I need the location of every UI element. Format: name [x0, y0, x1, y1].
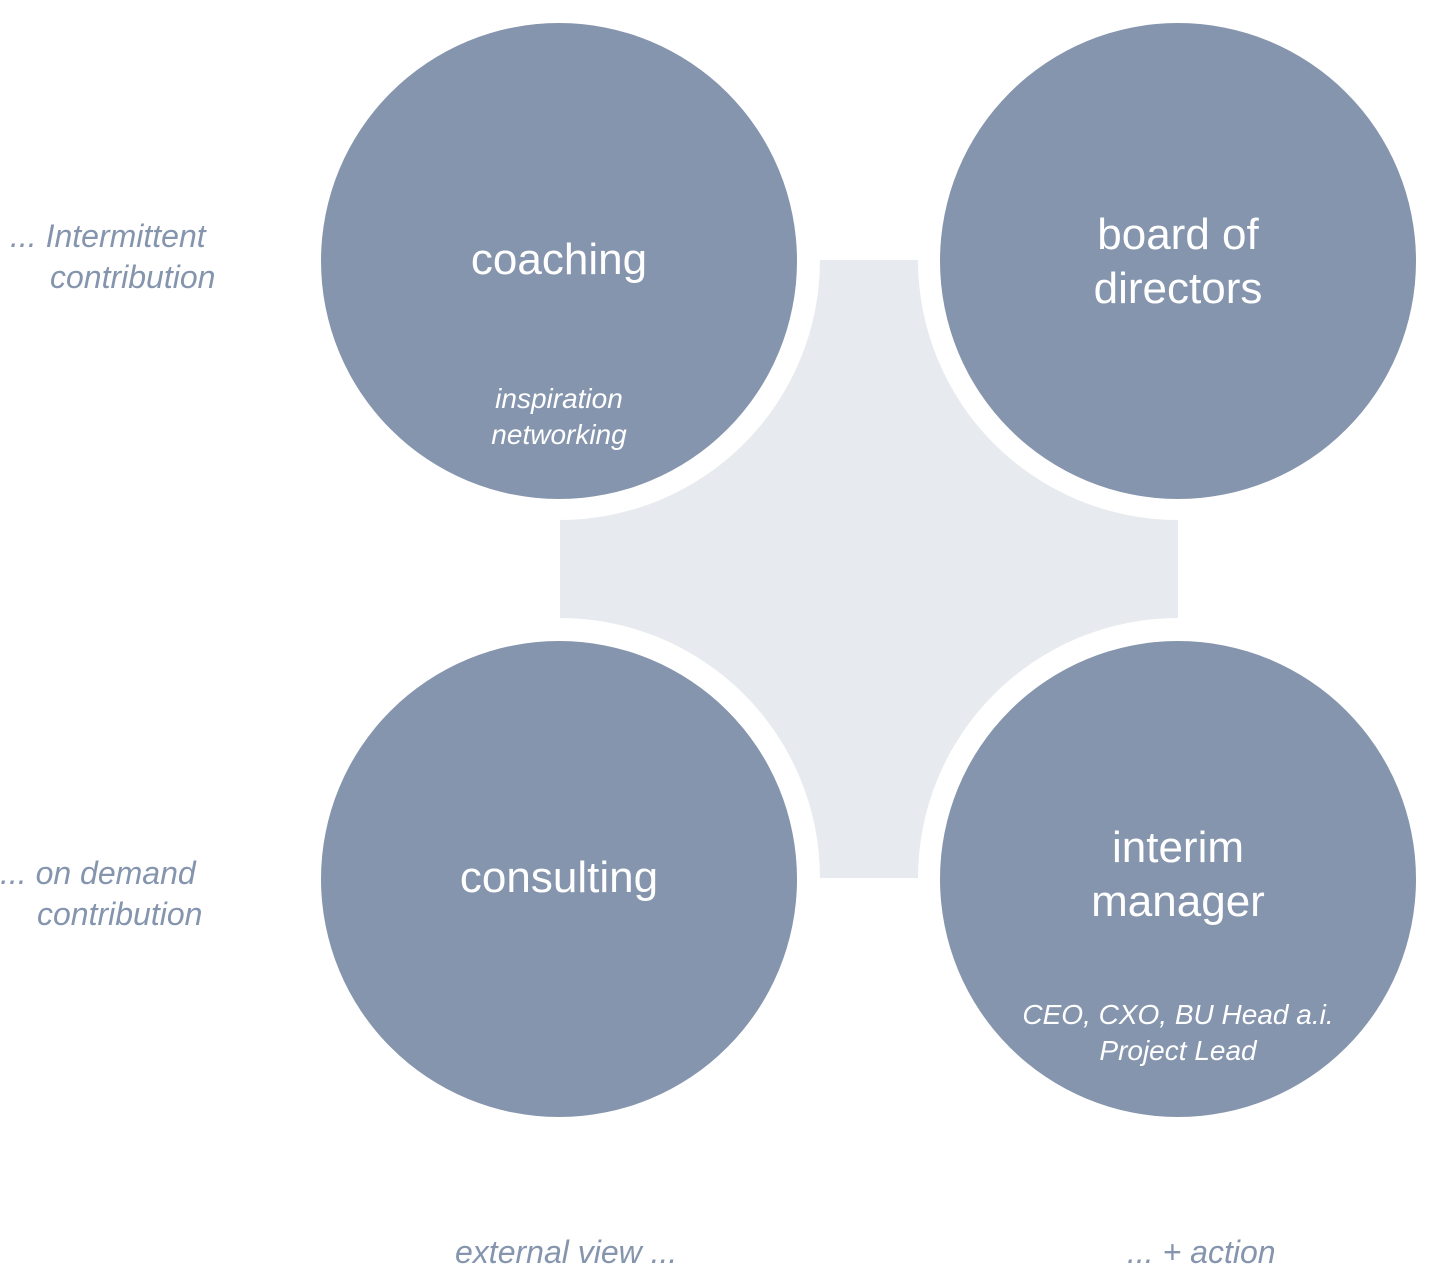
- intermittent-contribution-label: ... Intermittent contribution: [10, 216, 215, 298]
- coaching-subtitle: inspiration networking: [491, 383, 627, 450]
- interim-manager-subtitle: CEO, CXO, BU Head a.i. Project Lead: [1022, 999, 1334, 1066]
- coaching-title: coaching: [470, 235, 648, 284]
- consulting-circle: consulting: [321, 641, 797, 1117]
- external-view-label: external view ...: [455, 1234, 678, 1270]
- interim-manager-title: interim manager: [1091, 823, 1265, 926]
- center-connector-fill: [560, 260, 1178, 878]
- on-demand-label-line1: ... on demand: [0, 855, 196, 891]
- consulting-title: consulting: [459, 853, 659, 902]
- interim-manager-circle: interim manager CEO, CXO, BU Head a.i. P…: [940, 641, 1416, 1117]
- board-of-directors-circle: board of directors: [940, 23, 1416, 499]
- on-demand-label-line2: contribution: [37, 896, 203, 932]
- on-demand-contribution-label: ... on demand contribution: [0, 853, 202, 935]
- board-of-directors-title: board of directors: [1093, 210, 1263, 313]
- action-label: ... + action: [1127, 1234, 1276, 1270]
- intermittent-label-line2: contribution: [50, 259, 216, 295]
- intermittent-label-line1: ... Intermittent: [10, 218, 206, 254]
- coaching-circle: coaching inspiration networking: [321, 23, 797, 499]
